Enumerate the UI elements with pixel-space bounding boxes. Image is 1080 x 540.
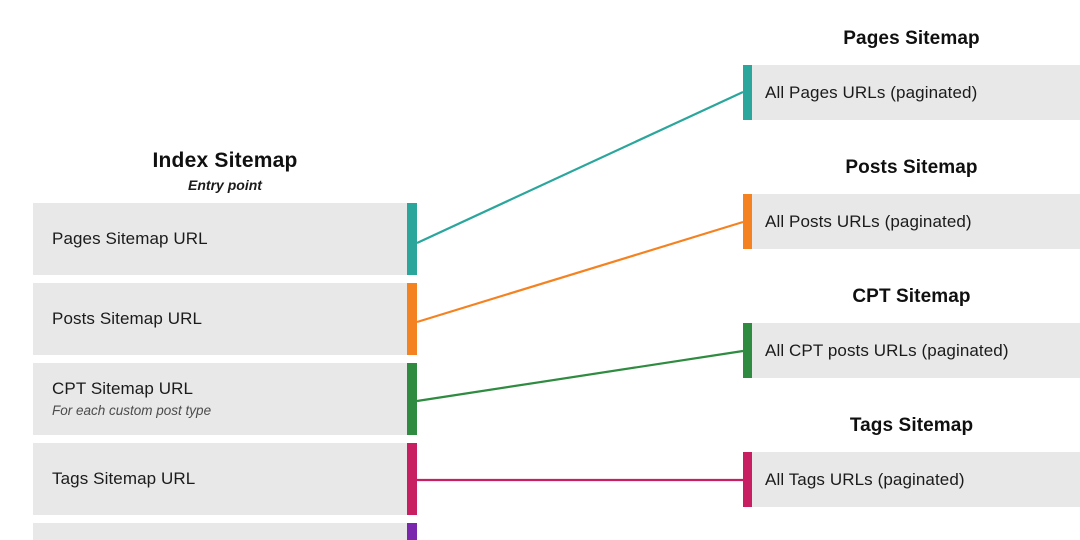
index-row-cpt-sublabel: For each custom post type bbox=[52, 403, 212, 419]
index-row-cpt-accent bbox=[407, 363, 417, 435]
posts-connector bbox=[416, 220, 744, 324]
index-sitemap-heading: Index Sitemap Entry point bbox=[33, 148, 417, 194]
target-block-tags-label: All Tags URLs (paginated) bbox=[765, 469, 965, 489]
posts-sitemap-heading: Posts Sitemap bbox=[845, 157, 978, 178]
target-block-pages-label: All Pages URLs (paginated) bbox=[765, 82, 978, 102]
index-sitemap-subtitle: Entry point bbox=[188, 177, 262, 194]
cpt-connector bbox=[416, 349, 744, 403]
target-block-tags[interactable]: All Tags URLs (paginated) bbox=[743, 452, 1080, 507]
index-sitemap-title: Index Sitemap bbox=[152, 149, 298, 172]
target-block-cpt-accent bbox=[743, 323, 752, 378]
target-block-cpt-label: All CPT posts URLs (paginated) bbox=[765, 340, 1009, 360]
index-row-cpt-label: CPT Sitemap URL bbox=[52, 379, 194, 399]
index-row-tags-label: Tags Sitemap URL bbox=[52, 469, 196, 489]
pages-connector bbox=[416, 91, 744, 244]
index-row-posts-label: Posts Sitemap URL bbox=[52, 309, 203, 329]
index-row-tags[interactable]: Tags Sitemap URL bbox=[33, 443, 417, 515]
index-row-pages-label: Pages Sitemap URL bbox=[52, 229, 208, 249]
index-row-cpt[interactable]: CPT Sitemap URL For each custom post typ… bbox=[33, 363, 417, 435]
target-block-tags-accent bbox=[743, 452, 752, 507]
cpt-sitemap-heading: CPT Sitemap bbox=[852, 286, 971, 307]
target-block-pages[interactable]: All Pages URLs (paginated) bbox=[743, 65, 1080, 120]
tags-sitemap-heading: Tags Sitemap bbox=[849, 415, 974, 436]
index-row-pages-accent bbox=[407, 203, 417, 275]
pages-sitemap-heading: Pages Sitemap bbox=[843, 28, 980, 49]
index-row-posts[interactable]: Posts Sitemap URL bbox=[33, 283, 417, 355]
target-block-cpt[interactable]: All CPT posts URLs (paginated) bbox=[743, 323, 1080, 378]
index-row-posts-accent bbox=[407, 283, 417, 355]
target-block-posts-label: All Posts URLs (paginated) bbox=[765, 211, 972, 231]
index-row-pages[interactable]: Pages Sitemap URL bbox=[33, 203, 417, 275]
index-row-tags-accent bbox=[407, 443, 417, 515]
target-block-pages-accent bbox=[743, 65, 752, 120]
target-block-posts-accent bbox=[743, 194, 752, 249]
index-row-partial[interactable] bbox=[33, 523, 417, 540]
index-row-partial-accent bbox=[407, 523, 417, 540]
target-block-posts[interactable]: All Posts URLs (paginated) bbox=[743, 194, 1080, 249]
